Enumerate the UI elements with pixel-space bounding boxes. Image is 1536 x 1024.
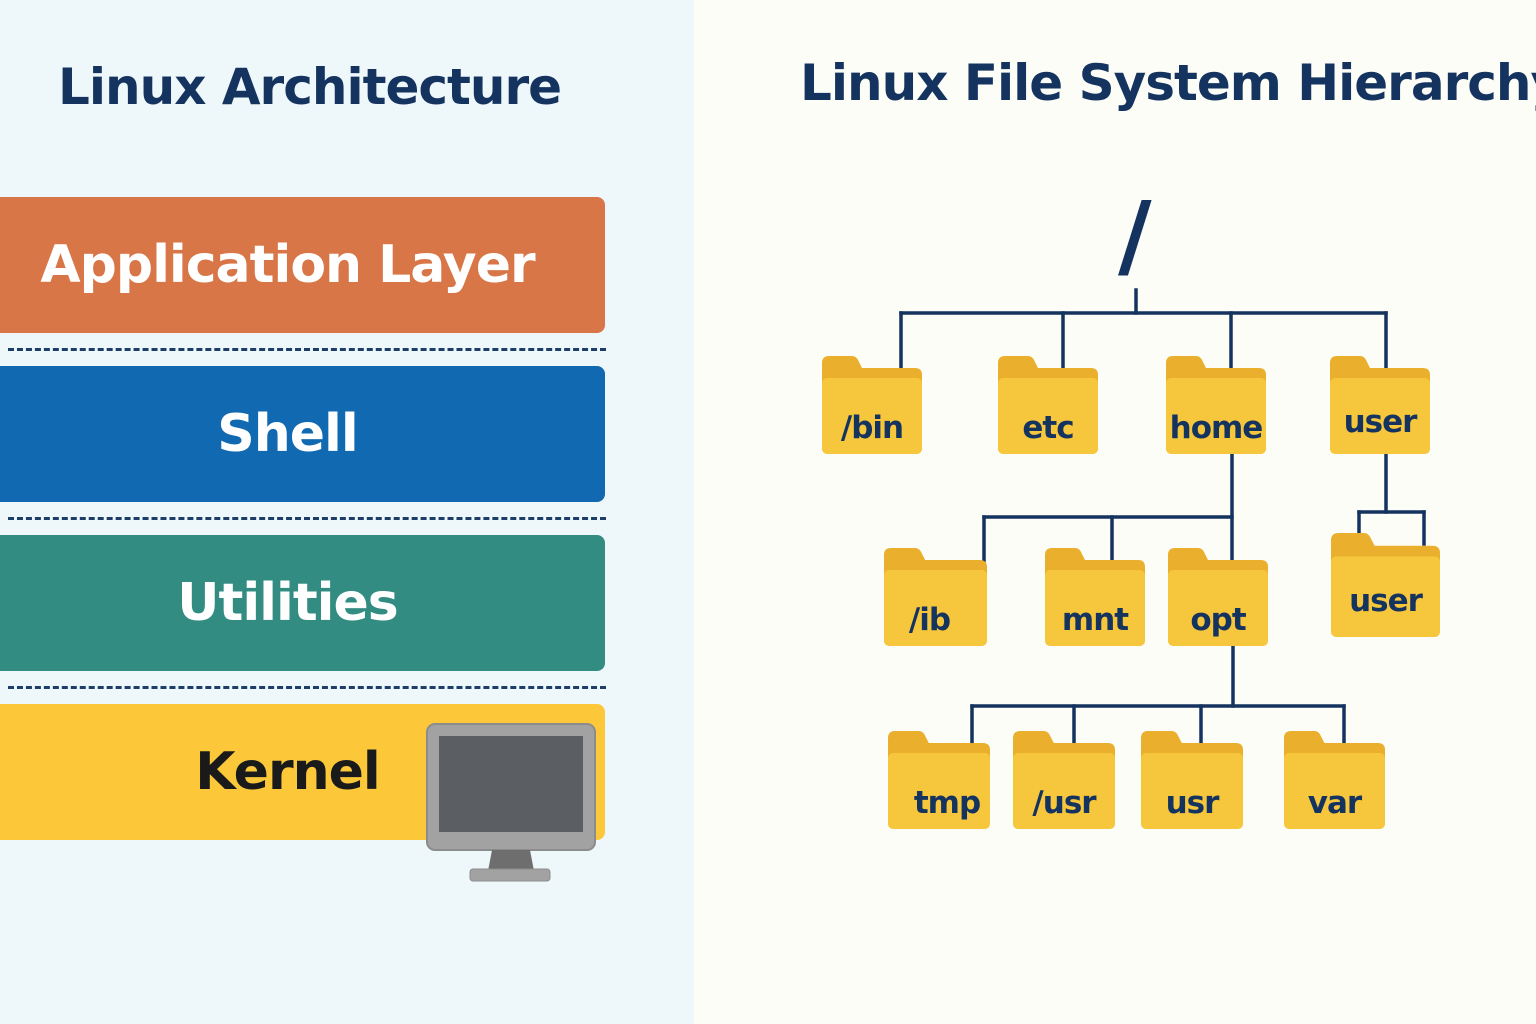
folder-label: /bin	[840, 410, 904, 446]
folder-icon	[1331, 533, 1440, 637]
folder-home[interactable]: home	[1166, 356, 1266, 454]
folder-icon	[1166, 356, 1266, 454]
folder-label: etc	[1022, 410, 1074, 446]
folder-label: var	[1307, 785, 1362, 821]
folder-icon	[998, 356, 1098, 454]
folder-etc[interactable]: etc	[998, 356, 1098, 454]
folder-label: user	[1343, 404, 1418, 440]
folder-icon	[822, 356, 922, 454]
folder-usr-slash[interactable]: /usr	[1013, 731, 1115, 829]
folder-label: opt	[1190, 602, 1246, 638]
kernel-layer-label: Kernel	[195, 742, 380, 802]
folder-icon	[1141, 731, 1243, 829]
layer-divider	[8, 686, 606, 689]
folder-usr[interactable]: usr	[1141, 731, 1243, 829]
root-directory: /	[1118, 182, 1152, 289]
folder-label: usr	[1165, 785, 1220, 821]
folder-icon	[884, 548, 987, 646]
shell-layer-label: Shell	[217, 404, 358, 464]
folder-icon	[1045, 548, 1145, 646]
folder-ib[interactable]: /ib	[884, 548, 987, 646]
architecture-title: Linux Architecture	[58, 58, 562, 116]
architecture-panel: Linux Architecture Application Layer She…	[0, 0, 694, 1024]
folder-label: user	[1349, 583, 1423, 619]
utilities-layer: Utilities	[0, 535, 605, 671]
monitor-icon	[426, 723, 596, 882]
layer-divider	[8, 348, 606, 351]
filesystem-title: Linux File System Hierarchy	[800, 54, 1536, 112]
shell-layer: Shell	[0, 366, 605, 502]
folder-mnt[interactable]: mnt	[1045, 548, 1145, 646]
folder-label: tmp	[913, 785, 981, 821]
folder-opt[interactable]: opt	[1168, 548, 1268, 646]
folder-icon	[1168, 548, 1268, 646]
folder-user-child[interactable]: user	[1331, 533, 1440, 637]
folder-icon	[888, 731, 990, 829]
folder-label: /usr	[1032, 785, 1096, 821]
folder-bin[interactable]: /bin	[822, 356, 922, 454]
folder-icon	[1330, 356, 1430, 454]
folder-icon	[1013, 731, 1115, 829]
folder-tmp[interactable]: tmp	[888, 731, 990, 829]
folder-var[interactable]: var	[1284, 731, 1385, 829]
folder-label: /ib	[908, 602, 951, 638]
layer-divider	[8, 517, 606, 520]
folder-icon	[1284, 731, 1385, 829]
folder-label: mnt	[1061, 602, 1129, 638]
folder-user[interactable]: user	[1330, 356, 1430, 454]
folder-label: home	[1169, 410, 1264, 446]
utilities-layer-label: Utilities	[177, 573, 398, 633]
application-layer: Application Layer	[0, 197, 605, 333]
application-layer-label: Application Layer	[40, 235, 535, 295]
